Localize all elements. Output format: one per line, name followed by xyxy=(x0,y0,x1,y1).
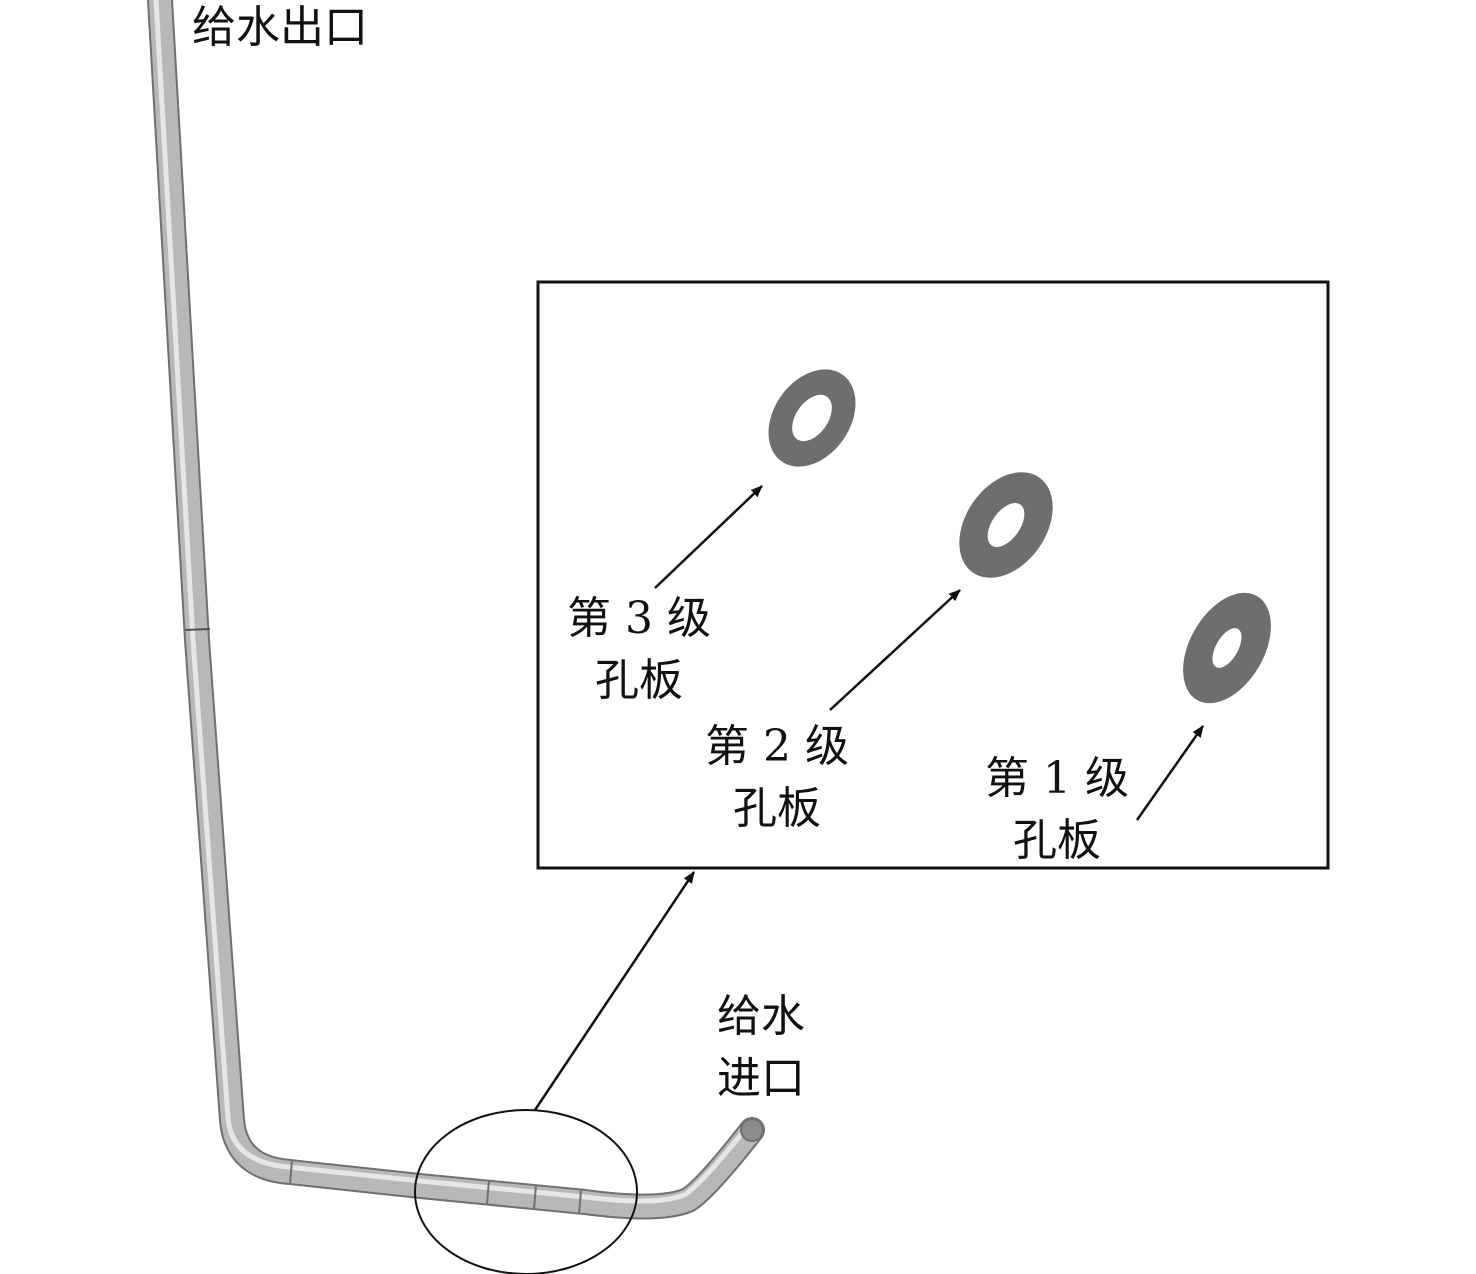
orifice-plate-3 xyxy=(768,369,856,467)
pipe-joint xyxy=(533,1184,537,1210)
plate2-label-line1: 第 2 级 xyxy=(705,721,849,772)
callout-arrow xyxy=(533,871,696,1111)
inlet-label-line2: 进口 xyxy=(717,1053,805,1104)
plate3-label: 第 3 级 孔板 xyxy=(554,588,724,712)
feedwater-pipe xyxy=(147,0,765,1220)
pipe-joint xyxy=(184,628,211,631)
pipe-joint xyxy=(486,1179,490,1205)
inset-box xyxy=(536,280,1330,870)
plate3-arrow xyxy=(654,485,763,589)
orifice-section-callout xyxy=(414,1109,638,1274)
plate2-arrow xyxy=(829,589,961,711)
pipe-inlet-end xyxy=(740,1118,764,1142)
plate3-label-line1: 第 3 级 xyxy=(567,593,711,644)
pipe-joint xyxy=(578,1189,582,1215)
outlet-label: 给水出口 xyxy=(192,2,368,53)
pipe-joint xyxy=(289,1159,293,1185)
inlet-label-line1: 给水 xyxy=(717,991,805,1042)
plate1-label: 第 1 级 孔板 xyxy=(972,748,1142,872)
plate2-label: 第 2 级 孔板 xyxy=(692,716,862,840)
plate1-arrow xyxy=(1135,725,1205,821)
plate1-label-line2: 孔板 xyxy=(1013,815,1101,866)
plate3-label-line2: 孔板 xyxy=(595,655,683,706)
plate2-label-line2: 孔板 xyxy=(733,783,821,834)
inlet-label: 给水 进口 xyxy=(706,986,816,1110)
plate1-label-line1: 第 1 级 xyxy=(985,753,1129,804)
orifice-plate-2 xyxy=(959,472,1053,578)
orifice-plate-1 xyxy=(1183,592,1271,704)
